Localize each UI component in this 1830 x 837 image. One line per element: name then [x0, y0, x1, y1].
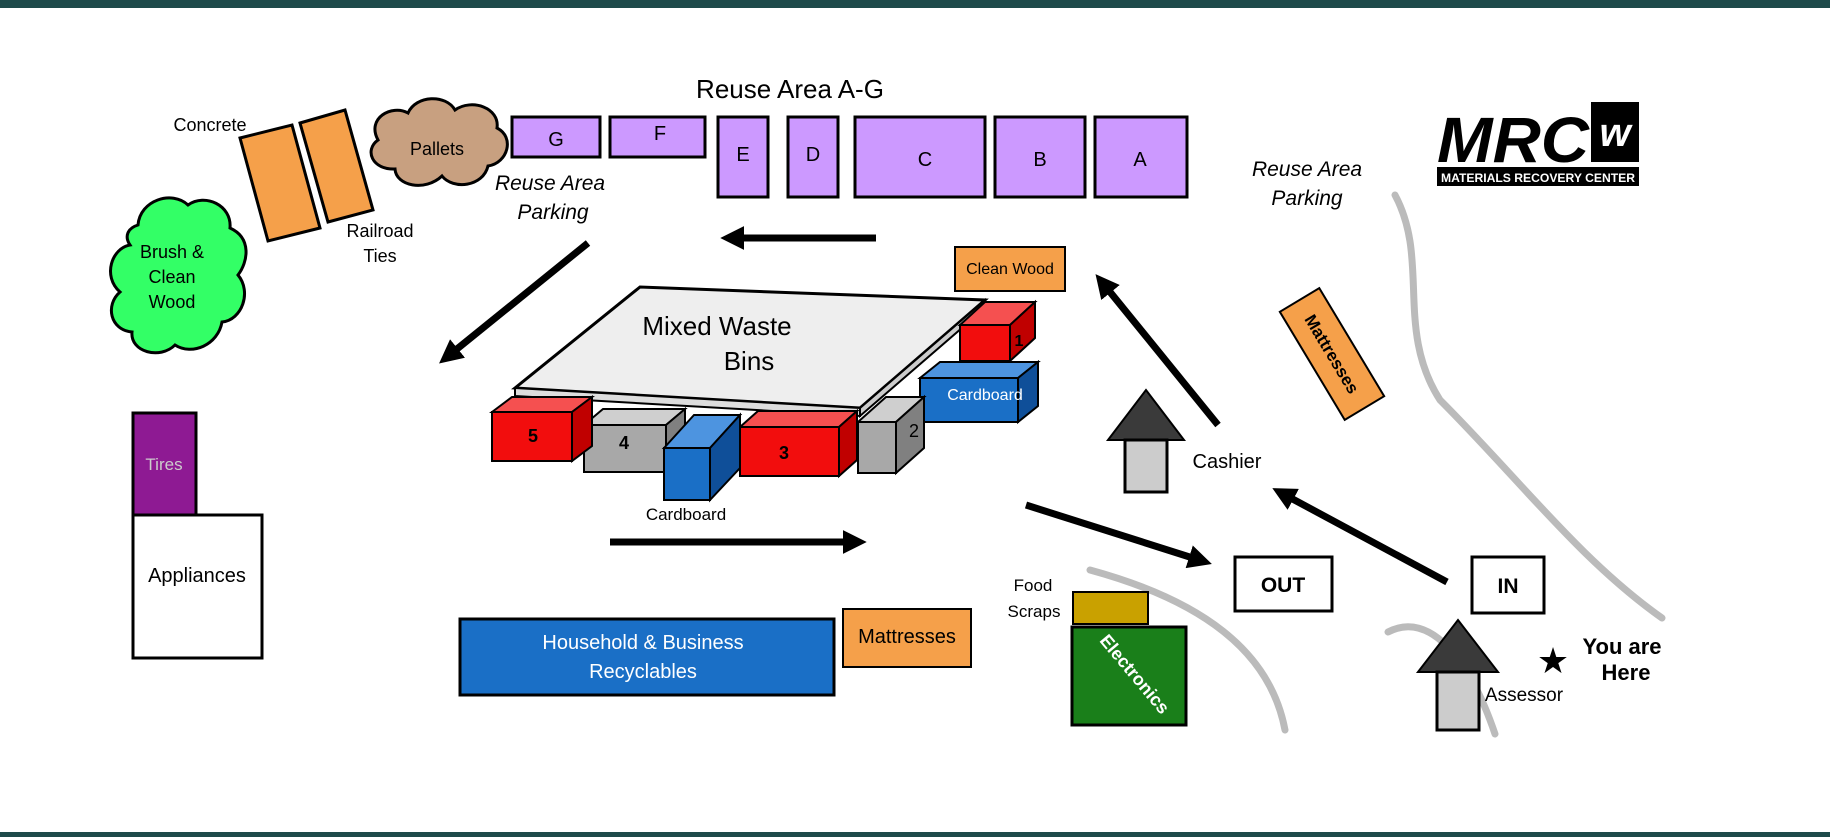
arrow-cashier-to-cleanwood	[1095, 274, 1221, 428]
bin-5[interactable]: 5	[489, 395, 595, 463]
bin-2[interactable]: 2	[855, 394, 927, 476]
reuse-parking-right-line2: Parking	[1271, 187, 1343, 210]
cardboard-left-label: Cardboard	[646, 505, 726, 524]
cardboard-right-label: Cardboard	[947, 387, 1023, 404]
mixed-waste-line2: Bins	[724, 346, 775, 376]
cardboard-bin-left[interactable]	[661, 412, 743, 503]
brush-line2: Clean	[148, 267, 195, 287]
tires-bin[interactable]: Tires	[131, 411, 198, 517]
mattresses-bin[interactable]: Mattresses	[842, 608, 972, 668]
reuse-bay-d[interactable]: D	[786, 115, 840, 199]
mrc-logo-bar	[1437, 167, 1639, 186]
reuse-bay-c[interactable]: C	[853, 115, 987, 199]
mattresses-label: Mattresses	[858, 626, 956, 648]
assessor-booth[interactable]	[1415, 618, 1501, 732]
arrow-in-to-cashier	[1272, 488, 1449, 586]
you-are-here-line2: Here	[1602, 660, 1651, 685]
clean-wood-label: Clean Wood	[966, 261, 1054, 278]
reuse-parking-left-line1: Reuse Area	[495, 172, 605, 195]
appliances-label: Appliances	[148, 565, 246, 587]
reuse-bay-label: G	[548, 129, 564, 151]
reuse-area-title: Reuse Area A-G	[696, 74, 884, 104]
bin-number: 5	[528, 426, 538, 446]
exit-sign[interactable]: OUT	[1233, 555, 1334, 613]
star-icon: ★	[1537, 640, 1569, 681]
household-line2: Recyclables	[589, 661, 697, 683]
bin-number: 2	[909, 421, 919, 441]
reuse-bay-label: A	[1133, 149, 1147, 171]
exit-label: OUT	[1261, 574, 1306, 597]
reuse-bay-f[interactable]: F	[608, 115, 707, 159]
cashier-booth[interactable]	[1105, 388, 1187, 494]
concrete-label: Concrete	[173, 115, 246, 135]
bin-number: 3	[779, 443, 789, 463]
pallets-label: Pallets	[410, 139, 464, 159]
arrow-from-parking	[439, 240, 591, 364]
cardboard-bin-right[interactable]: Cardboard	[917, 359, 1041, 425]
tires-label: Tires	[145, 455, 182, 474]
appliances-area[interactable]: Appliances	[131, 513, 264, 660]
cashier-label: Cashier	[1193, 451, 1262, 473]
arrow-to-out	[1024, 501, 1212, 569]
reuse-parking-left-line2: Parking	[517, 201, 589, 224]
reuse-bay-label: B	[1033, 149, 1046, 171]
you-are-here-line1: You are	[1582, 634, 1661, 659]
food-scraps-line1: Food	[1014, 576, 1053, 595]
brush-clean-wood-pile[interactable]: Brush & Clean Wood	[109, 196, 248, 355]
electronics-bin[interactable]: Electronics	[1070, 625, 1188, 727]
concrete-bin[interactable]	[238, 123, 322, 243]
entrance-sign[interactable]: IN	[1470, 555, 1546, 615]
railroad-ties-line1: Railroad	[346, 221, 413, 241]
top-frame-bar	[0, 0, 1830, 8]
bin-3[interactable]: 3	[737, 408, 860, 479]
brush-line3: Wood	[149, 292, 196, 312]
entrance-label: IN	[1498, 575, 1519, 598]
mixed-waste-line1: Mixed Waste	[642, 311, 791, 341]
pallets-pile[interactable]: Pallets	[369, 97, 509, 187]
reuse-bay-g[interactable]: G	[510, 115, 602, 159]
railroad-ties-bin[interactable]	[298, 108, 375, 224]
mattresses-bin-diagonal[interactable]: Mattresses	[1278, 286, 1386, 422]
reuse-bay-label: E	[736, 144, 749, 166]
railroad-ties-line2: Ties	[363, 246, 396, 266]
mrc-logo-w-glyph: w	[1599, 111, 1633, 155]
bin-1[interactable]: 1	[957, 299, 1038, 364]
assessor-label: Assessor	[1485, 685, 1564, 706]
reuse-bay-label: F	[654, 123, 666, 145]
household-line1: Household & Business	[542, 632, 743, 654]
reuse-parking-right-line1: Reuse Area	[1252, 158, 1362, 181]
mrc-logo-tagline: MATERIALS RECOVERY CENTER	[1441, 171, 1635, 185]
clean-wood-bin[interactable]: Clean Wood	[954, 246, 1066, 292]
mrc-logo-mark: MRC	[1437, 104, 1590, 176]
bottom-frame-bar	[0, 832, 1830, 837]
reuse-bay-label: C	[918, 149, 932, 171]
reuse-bay-b[interactable]: B	[993, 115, 1087, 199]
food-scraps-line2: Scraps	[1008, 602, 1061, 621]
reuse-bay-label: D	[806, 144, 820, 166]
household-recyclables-bin[interactable]: Household & Business Recyclables	[458, 617, 836, 697]
reuse-bay-e[interactable]: E	[716, 115, 770, 199]
reuse-bay-a[interactable]: A	[1093, 115, 1189, 199]
traffic-arrows	[439, 226, 1449, 586]
mrc-logo: MRC w MATERIALS RECOVERY CENTER	[1437, 102, 1639, 186]
brush-line1: Brush &	[140, 242, 204, 262]
mrc-logo-w-box	[1591, 102, 1639, 162]
bin-number: 4	[619, 433, 629, 453]
bin-number: 1	[1015, 333, 1024, 350]
mixed-waste-platform[interactable]: Mixed Waste Bins	[511, 285, 989, 419]
food-scraps-bin[interactable]	[1072, 591, 1149, 625]
